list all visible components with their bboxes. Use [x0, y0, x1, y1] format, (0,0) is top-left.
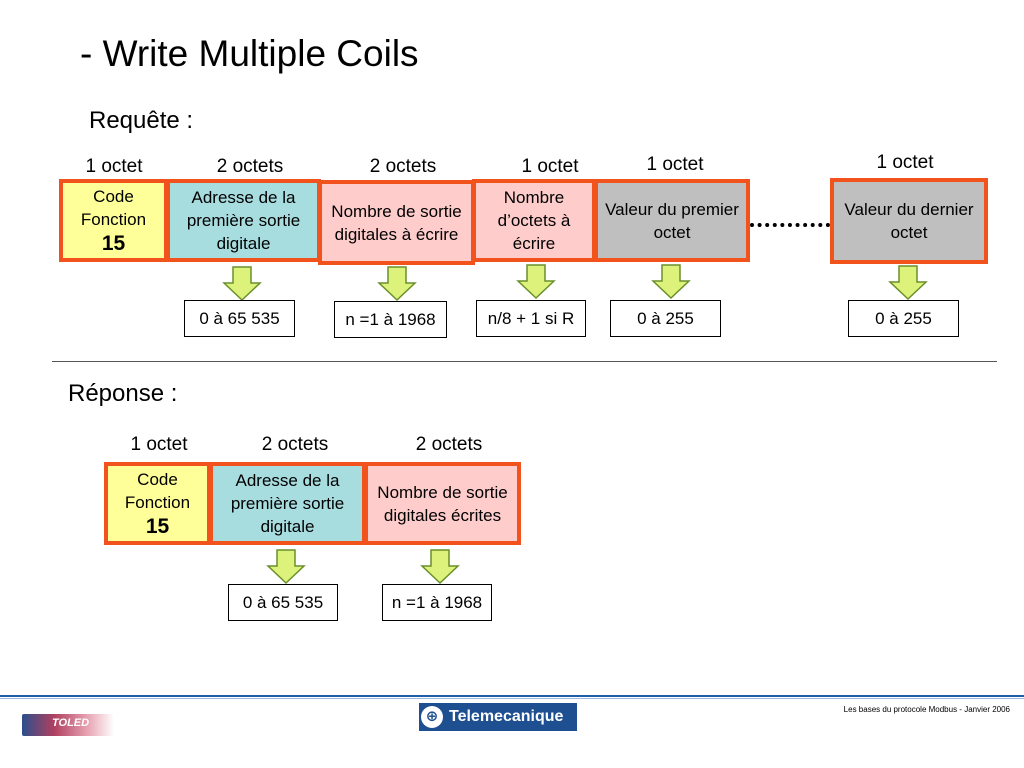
field-text: Adresse de la première sortie digitale: [186, 188, 301, 253]
request-function-code-field: Code Fonction 15: [59, 179, 168, 262]
field-text: Valeur du dernier octet: [844, 200, 974, 242]
request-first-byte-value-field: Valeur du premier octet: [594, 179, 750, 262]
request-size-label: 2 octets: [216, 156, 284, 177]
field-text: Valeur du premier octet: [605, 199, 739, 242]
function-code-value: 15: [145, 514, 170, 538]
function-code-label: Fonction: [80, 209, 147, 229]
response-range-box: n =1 à 1968: [382, 584, 492, 621]
field-text: Adresse de la première sortie digitale: [230, 471, 345, 536]
telemecanique-logo-icon: ⊕: [421, 706, 443, 728]
function-code-value: 15: [101, 231, 126, 255]
request-size-label: 1 octet: [521, 156, 579, 177]
function-code-label: Fonction: [124, 492, 191, 512]
field-text: Nombre de sortie digitales à écrire: [331, 201, 462, 244]
down-arrow-icon: [888, 265, 928, 301]
slide-title: - Write Multiple Coils: [80, 33, 419, 74]
field-text: Nombre de sortie digitales écrites: [377, 482, 508, 525]
response-heading: Réponse :: [68, 380, 178, 407]
telemecanique-brand-name: Telemecanique: [449, 708, 564, 725]
request-range-box: 0 à 255: [848, 300, 959, 337]
down-arrow-icon: [266, 549, 306, 585]
request-size-label: 1 octet: [646, 154, 704, 175]
down-arrow-icon: [516, 264, 556, 300]
response-size-label: 1 octet: [130, 434, 188, 455]
response-start-address-field: Adresse de la première sortie digitale: [209, 462, 366, 545]
request-size-label: 2 octets: [369, 156, 437, 177]
request-range-box: n =1 à 1968: [334, 301, 447, 338]
down-arrow-icon: [222, 266, 262, 302]
toled-logo-text: TOLED: [52, 717, 90, 729]
response-size-label: 2 octets: [415, 434, 483, 455]
request-range-box: 0 à 255: [610, 300, 721, 337]
toled-logo: TOLED: [22, 714, 114, 736]
function-code-label: Code: [137, 469, 178, 489]
request-range-box: 0 à 65 535: [184, 300, 295, 337]
field-text: Nombre d’octets à écrire: [497, 188, 571, 253]
request-start-address-field: Adresse de la première sortie digitale: [166, 179, 321, 262]
function-code-label: Code: [93, 186, 134, 206]
down-arrow-icon: [420, 549, 460, 585]
section-divider: [52, 361, 997, 362]
response-size-label: 2 octets: [261, 434, 329, 455]
footer-rule: [0, 698, 1024, 699]
request-size-label: 1 octet: [85, 156, 143, 177]
request-byte-count-field: Nombre d’octets à écrire: [472, 179, 596, 262]
down-arrow-icon: [651, 264, 691, 300]
response-function-code-field: Code Fonction 15: [104, 462, 211, 545]
telemecanique-logo: ⊕ Telemecanique: [419, 703, 577, 731]
request-range-box: n/8 + 1 si R: [476, 300, 586, 337]
request-output-count-field: Nombre de sortie digitales à écrire: [318, 180, 475, 265]
request-last-byte-value-field: Valeur du dernier octet: [830, 178, 988, 264]
request-size-label: 1 octet: [876, 152, 934, 173]
response-range-box: 0 à 65 535: [228, 584, 338, 621]
request-heading: Requête :: [89, 107, 194, 134]
footer-rule: [0, 695, 1024, 697]
footer-caption: Les bases du protocole Modbus - Janvier …: [843, 705, 1010, 714]
down-arrow-icon: [377, 266, 417, 302]
ellipsis-dots: [750, 223, 830, 227]
response-output-count-field: Nombre de sortie digitales écrites: [364, 462, 521, 545]
